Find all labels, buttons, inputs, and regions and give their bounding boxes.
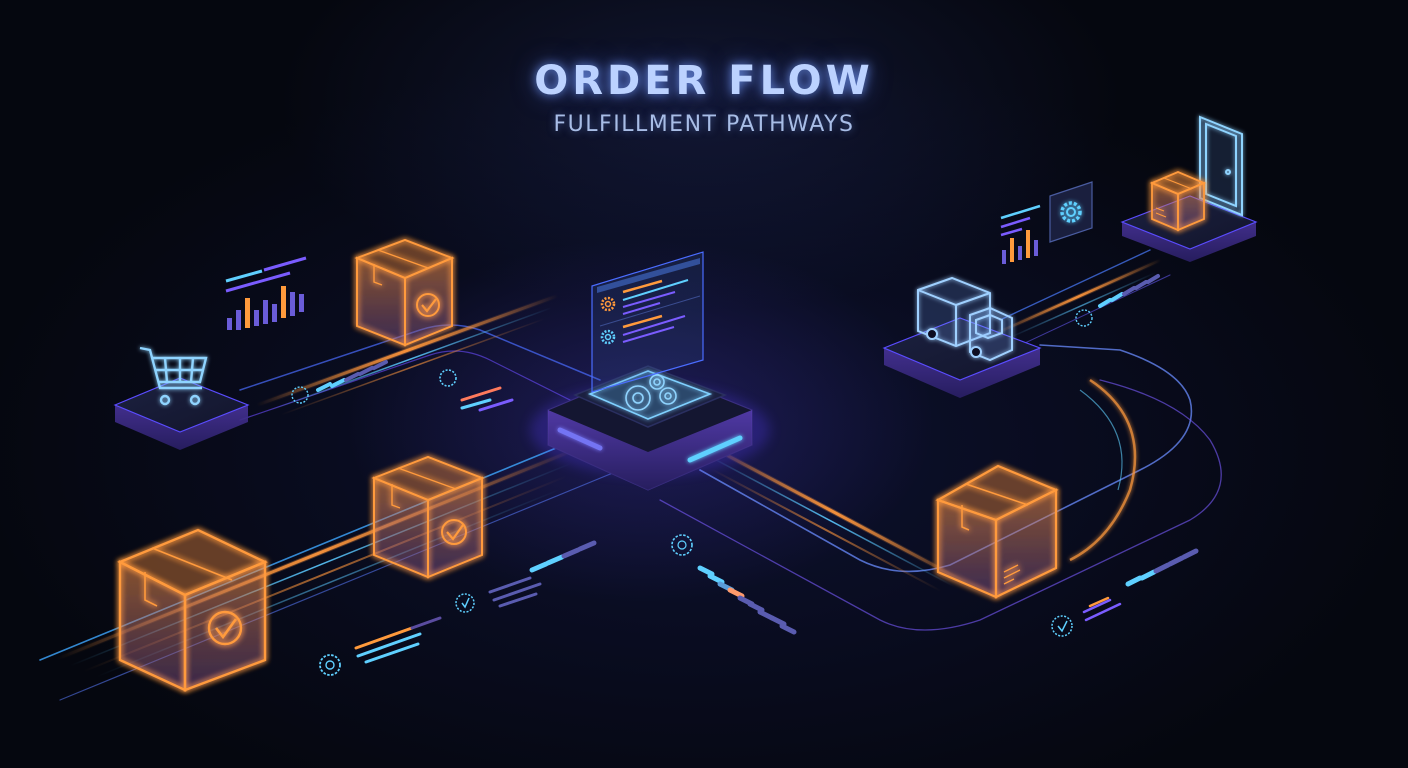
package-box-right: [935, 464, 1059, 599]
settings-tile: [1049, 181, 1093, 243]
gear-icon-orange: [600, 296, 616, 312]
bar-chart-widget-left: [225, 256, 307, 330]
progress-bars-2: [529, 540, 597, 573]
progress-lines-1: [460, 386, 514, 412]
progress-bars-5: [1098, 274, 1160, 308]
bar-chart-widget-right: [1000, 204, 1041, 264]
clock-icon-2: [455, 593, 475, 613]
door-icon: [1199, 115, 1243, 217]
progress-bars-3: [697, 565, 797, 635]
clock-icon-4: [1075, 309, 1093, 327]
shipping-stage: [882, 276, 1042, 398]
gear-icon-small-2: [319, 654, 341, 676]
list-lines-2: [1082, 596, 1122, 622]
progress-bars-1: [316, 360, 388, 392]
delivery-stage: [1120, 115, 1258, 262]
progress-bars-4: [1125, 548, 1199, 587]
list-lines-1: [488, 576, 542, 608]
gear-icon-cyan: [600, 329, 616, 345]
cart-stage: [113, 346, 250, 450]
progress-lines-2: [354, 616, 442, 664]
gears-icon: [625, 374, 677, 411]
clock-icon-3: [1051, 615, 1073, 637]
check-circle-icon: [441, 519, 467, 545]
clock-icon-1: [291, 386, 309, 404]
gear-icon-small-1: [439, 369, 457, 387]
package-box-top-left: [354, 238, 455, 347]
page-title: ORDER FLOW: [534, 58, 874, 104]
package-box-bottom-left: [117, 528, 268, 692]
package-box-mid-left: [371, 455, 485, 579]
processing-hub: [530, 251, 770, 491]
shopping-cart-icon: [139, 346, 208, 406]
gear-icon: [1060, 201, 1082, 223]
floating-status-panel: [591, 251, 704, 393]
package-box-delivered: [1149, 171, 1207, 232]
delivery-truck-icon: [917, 276, 1013, 362]
page-subtitle: FULFILLMENT PATHWAYS: [553, 112, 855, 137]
check-circle-icon: [416, 293, 440, 317]
gear-icon-small-3: [671, 534, 693, 556]
check-circle-icon: [207, 610, 243, 646]
